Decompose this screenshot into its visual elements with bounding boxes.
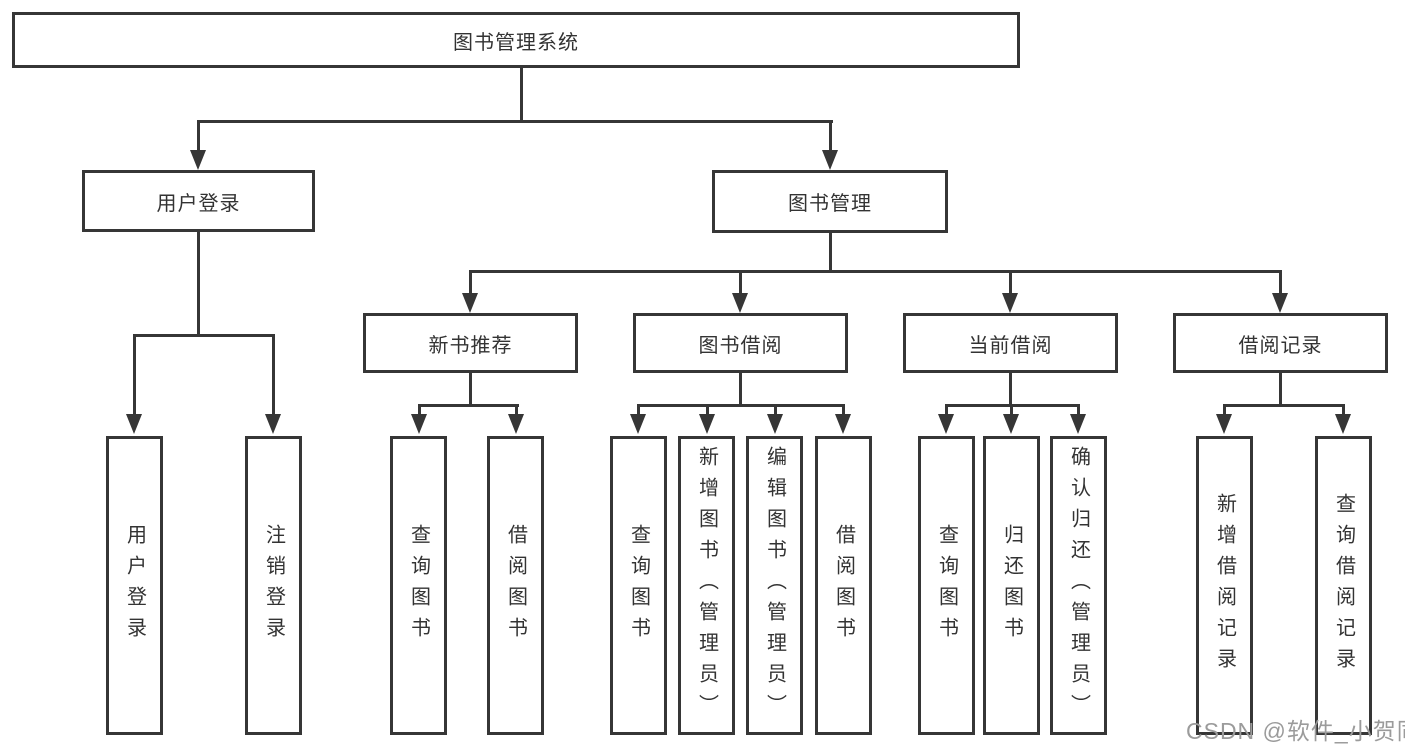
connector-line	[1009, 373, 1012, 406]
connector-line	[469, 270, 1282, 273]
connector-line	[774, 404, 777, 417]
connector-line	[1279, 373, 1282, 406]
node-current-borrow: 当前借阅	[903, 313, 1118, 373]
connector-line	[272, 334, 275, 416]
node-new-book-recommend: 新书推荐	[363, 313, 578, 373]
connector-line	[637, 404, 845, 407]
connector-line	[739, 270, 742, 296]
connector-line	[520, 68, 523, 120]
connector-line	[842, 404, 845, 417]
node-borrow-records: 借阅记录	[1173, 313, 1388, 373]
leaf-confirm-return-admin: 确认归还（管理员）	[1050, 436, 1107, 735]
connector-line	[1010, 404, 1013, 417]
connector-line	[418, 404, 421, 417]
connector-line	[706, 404, 709, 417]
connector-line	[829, 120, 832, 152]
connector-line	[829, 233, 832, 272]
connector-line	[739, 373, 742, 406]
connector-line	[1342, 404, 1345, 417]
arrow-down-icon	[699, 414, 715, 434]
leaf-query-books-recommend: 查询图书	[390, 436, 447, 735]
node-book-borrow: 图书借阅	[633, 313, 848, 373]
connector-line	[1223, 404, 1226, 417]
leaf-logout: 注销登录	[245, 436, 302, 735]
arrow-down-icon	[462, 293, 478, 313]
leaf-borrow-books-borrow: 借阅图书	[815, 436, 872, 735]
arrow-down-icon	[1216, 414, 1232, 434]
leaf-add-book-admin: 新增图书（管理员）	[678, 436, 735, 735]
arrow-down-icon	[822, 150, 838, 170]
connector-line	[197, 120, 200, 152]
connector-line	[133, 334, 275, 337]
arrow-down-icon	[411, 414, 427, 434]
arrow-down-icon	[265, 414, 281, 434]
connector-line	[515, 404, 518, 417]
arrow-down-icon	[1002, 293, 1018, 313]
connector-line	[945, 404, 948, 417]
node-book-management: 图书管理	[712, 170, 948, 233]
connector-line	[1077, 404, 1080, 417]
node-library-management-system: 图书管理系统	[12, 12, 1020, 68]
leaf-return-books: 归还图书	[983, 436, 1040, 735]
connector-line	[1279, 270, 1282, 296]
leaf-query-books-current: 查询图书	[918, 436, 975, 735]
connector-line	[469, 270, 472, 296]
csdn-watermark: CSDN @软件_小贺同学	[1186, 718, 1405, 744]
arrow-down-icon	[1003, 414, 1019, 434]
connector-line	[197, 232, 200, 336]
leaf-query-books-borrow: 查询图书	[610, 436, 667, 735]
connector-line	[1223, 404, 1345, 407]
arrow-down-icon	[1272, 293, 1288, 313]
connector-line	[418, 404, 519, 407]
leaf-borrow-books-recommend: 借阅图书	[487, 436, 544, 735]
leaf-user-login: 用户登录	[106, 436, 163, 735]
leaf-edit-book-admin: 编辑图书（管理员）	[746, 436, 803, 735]
arrow-down-icon	[1335, 414, 1351, 434]
connector-line	[133, 334, 136, 416]
arrow-down-icon	[508, 414, 524, 434]
connector-line	[1009, 270, 1012, 296]
leaf-add-borrow-record: 新增借阅记录	[1196, 436, 1253, 735]
arrow-down-icon	[126, 414, 142, 434]
arrow-down-icon	[835, 414, 851, 434]
arrow-down-icon	[938, 414, 954, 434]
connector-line	[469, 373, 472, 406]
leaf-query-borrow-record: 查询借阅记录	[1315, 436, 1372, 735]
arrow-down-icon	[767, 414, 783, 434]
arrow-down-icon	[190, 150, 206, 170]
connector-line	[197, 120, 833, 123]
node-user-login: 用户登录	[82, 170, 315, 232]
connector-line	[637, 404, 640, 417]
arrow-down-icon	[732, 293, 748, 313]
arrow-down-icon	[1070, 414, 1086, 434]
arrow-down-icon	[630, 414, 646, 434]
